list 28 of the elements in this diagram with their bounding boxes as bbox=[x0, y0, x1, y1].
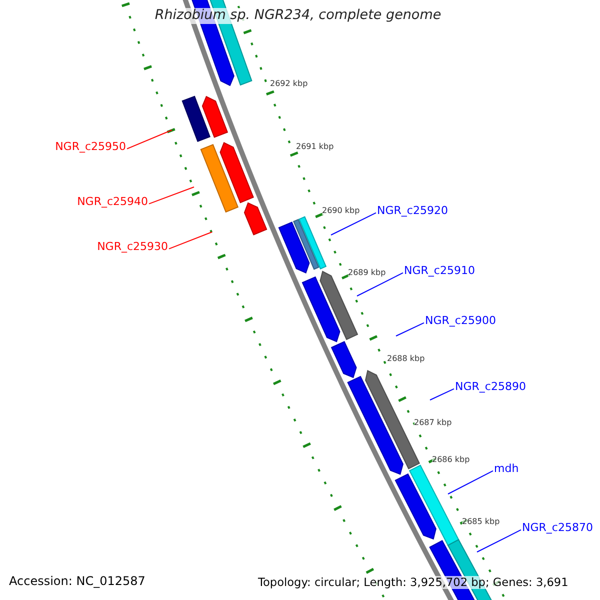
scale-label: 2690 kbp bbox=[322, 206, 360, 216]
leader-line bbox=[430, 388, 454, 400]
leader-line bbox=[330, 212, 376, 236]
leader-line bbox=[448, 470, 494, 494]
scale-label: 2687 kbp bbox=[414, 418, 452, 428]
footer-text: Topology: circular; Length: 3,925,702 bp; Genes: 3,691 bbox=[258, 576, 568, 589]
leader-line bbox=[396, 322, 424, 336]
gene-label: NGR_c25900 bbox=[425, 315, 496, 328]
gene-label: NGR_c25870 bbox=[522, 522, 593, 535]
scale-label: 2692 kbp bbox=[270, 79, 308, 88]
scale-label: 2689 kbp bbox=[348, 268, 386, 278]
gene-label: NGR_c25940 bbox=[77, 196, 148, 209]
leader-line bbox=[126, 130, 172, 150]
gene-label: NGR_c25920 bbox=[377, 205, 448, 218]
gene-label: NGR_c25950 bbox=[55, 141, 126, 154]
gene-label: NGR_c25890 bbox=[455, 381, 526, 394]
footer-text: Accession: NC_012587 bbox=[9, 575, 146, 589]
scale-label: 2685 kbp bbox=[462, 517, 500, 526]
gene-label: mdh bbox=[494, 463, 519, 476]
leader-line bbox=[356, 272, 404, 296]
leader-line bbox=[476, 529, 522, 552]
scale-label: 2691 kbp bbox=[296, 142, 334, 152]
leader-line bbox=[168, 232, 212, 250]
gene-label: NGR_c25910 bbox=[404, 265, 475, 278]
scale-label: 2688 kbp bbox=[387, 354, 425, 364]
leader-line bbox=[148, 186, 194, 204]
scale-label: 2686 kbp bbox=[432, 455, 470, 464]
gene-label: NGR_c25930 bbox=[97, 241, 168, 254]
